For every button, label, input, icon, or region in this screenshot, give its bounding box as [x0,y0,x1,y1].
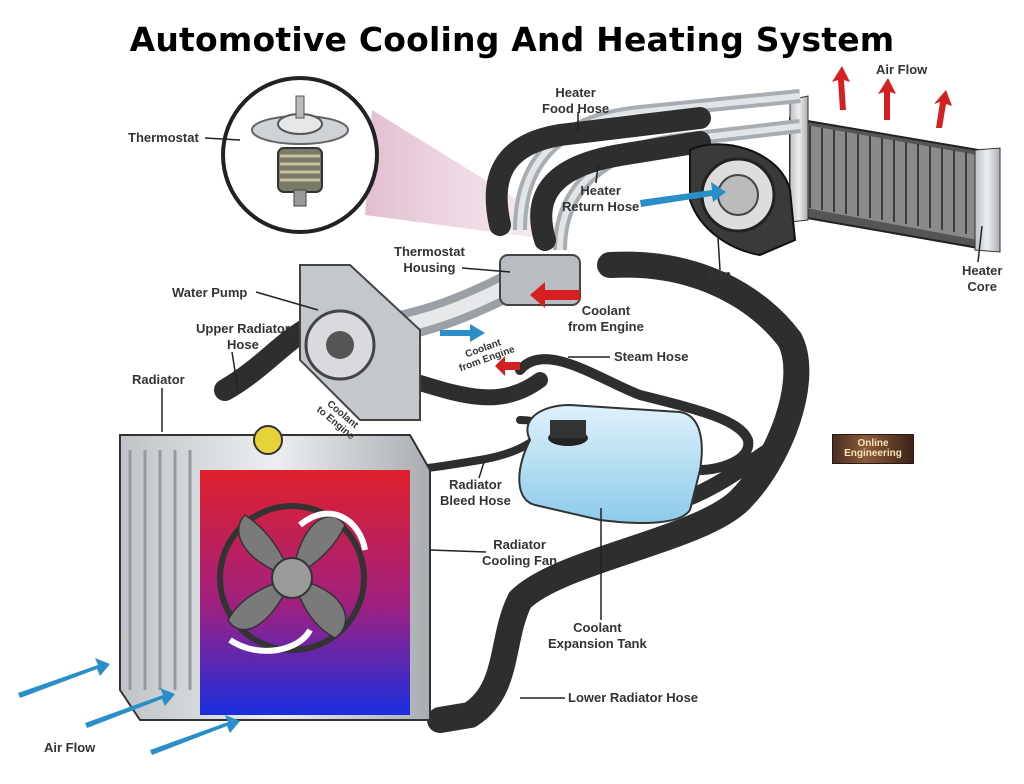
expansion-tank-body [519,405,701,523]
label-steam-hose: Steam Hose [614,349,688,365]
label-thermostat: Thermostat [128,130,199,146]
heater-core-unit [790,96,1000,252]
label-lower-radiator-hose: Lower Radiator Hose [568,690,698,706]
label-air-flow-top: Air Flow [876,62,927,78]
label-radiator: Radiator [132,372,185,388]
blower-fan-body [690,144,795,255]
label-water-pump: Water Pump [172,285,247,301]
page-title: Automotive Cooling And Heating System [0,20,1024,59]
label-air-flow-bottom: Air Flow [44,740,95,756]
label-fan: Fan [708,267,731,283]
water-pump-body [300,265,420,420]
radiator-body [120,426,430,720]
